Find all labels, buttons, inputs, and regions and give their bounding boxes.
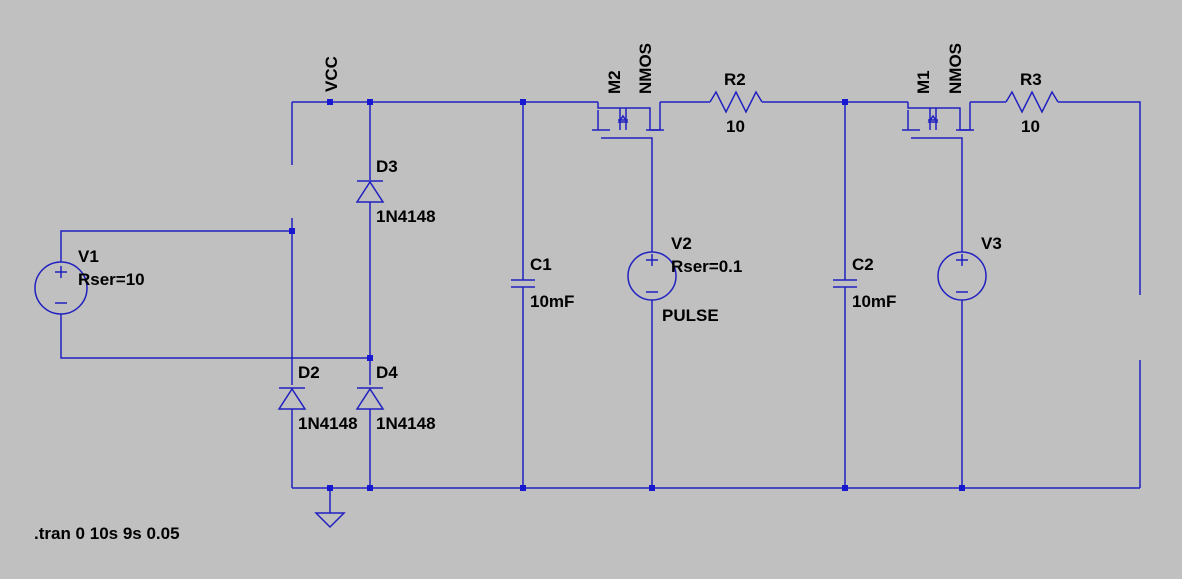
c2-value: 10mF xyxy=(852,292,896,311)
v2-source-type: PULSE xyxy=(662,306,719,325)
d4-name: D4 xyxy=(376,363,398,382)
junction-dot xyxy=(959,485,965,491)
resistor-icon xyxy=(1005,90,1059,114)
net-label-vcc[interactable]: VCC xyxy=(322,56,341,92)
voltage-source-icon xyxy=(34,261,88,315)
junction-dot xyxy=(520,485,526,491)
resistor-r3[interactable]: R3 10 xyxy=(1005,70,1059,136)
d3-name: D3 xyxy=(376,157,398,176)
v2-value: Rser=0.1 xyxy=(671,257,742,276)
resistor-icon xyxy=(709,90,763,114)
diode-d4[interactable]: D4 1N4148 xyxy=(355,363,436,433)
junction-dot xyxy=(289,228,295,234)
r3-name: R3 xyxy=(1020,70,1042,89)
v3-name: V3 xyxy=(981,234,1002,253)
r2-value: 10 xyxy=(726,117,745,136)
diode-d3[interactable]: D3 1N4148 xyxy=(355,157,436,226)
r2-name: R2 xyxy=(724,70,746,89)
d2-model: 1N4148 xyxy=(298,414,358,433)
junction-dot xyxy=(842,99,848,105)
voltage-source-icon xyxy=(937,251,987,301)
voltage-source-icon xyxy=(627,251,677,301)
junction-dot xyxy=(327,99,333,105)
diode-d2[interactable]: D2 1N4148 xyxy=(277,363,358,433)
m2-name: M2 xyxy=(605,70,624,94)
d3-model: 1N4148 xyxy=(376,207,436,226)
junction-dot xyxy=(367,99,373,105)
v2-name: V2 xyxy=(671,234,692,253)
junction-dot xyxy=(520,99,526,105)
nmos-m1[interactable]: M1 NMOS xyxy=(902,43,974,131)
wires xyxy=(60,101,1141,513)
m2-model: NMOS xyxy=(636,43,655,94)
diode-icon xyxy=(277,387,307,410)
spice-directive[interactable]: .tran 0 10s 9s 0.05 xyxy=(34,524,180,543)
capacitor-c2[interactable]: C2 10mF xyxy=(833,255,896,311)
diode-icon xyxy=(355,180,385,203)
diode-icon xyxy=(355,387,385,410)
capacitor-c1[interactable]: C1 10mF xyxy=(511,255,574,311)
nmos-transistor-icon xyxy=(592,102,664,131)
d2-name: D2 xyxy=(298,363,320,382)
capacitor-icon xyxy=(833,279,857,288)
nmos-transistor-icon xyxy=(902,102,974,131)
d4-model: 1N4148 xyxy=(376,414,436,433)
c1-value: 10mF xyxy=(530,292,574,311)
ground-icon[interactable] xyxy=(314,512,346,529)
junctions xyxy=(289,99,965,491)
c2-name: C2 xyxy=(852,255,874,274)
m1-model: NMOS xyxy=(946,43,965,94)
c1-name: C1 xyxy=(530,255,552,274)
r3-value: 10 xyxy=(1021,117,1040,136)
nmos-m2[interactable]: M2 NMOS xyxy=(592,43,664,131)
voltage-source-v2[interactable]: V2 Rser=0.1 PULSE xyxy=(627,234,742,325)
junction-dot xyxy=(327,485,333,491)
junction-dot xyxy=(367,485,373,491)
capacitor-icon xyxy=(511,279,535,288)
junction-dot xyxy=(842,485,848,491)
v1-name: V1 xyxy=(78,247,99,266)
m1-name: M1 xyxy=(914,70,933,94)
v1-value: Rser=10 xyxy=(78,270,145,289)
junction-dot xyxy=(367,355,373,361)
voltage-source-v3[interactable]: V3 xyxy=(937,234,1002,301)
junction-dot xyxy=(649,485,655,491)
resistor-r2[interactable]: R2 10 xyxy=(709,70,763,136)
voltage-source-v1[interactable]: V1 Rser=10 xyxy=(34,247,145,315)
